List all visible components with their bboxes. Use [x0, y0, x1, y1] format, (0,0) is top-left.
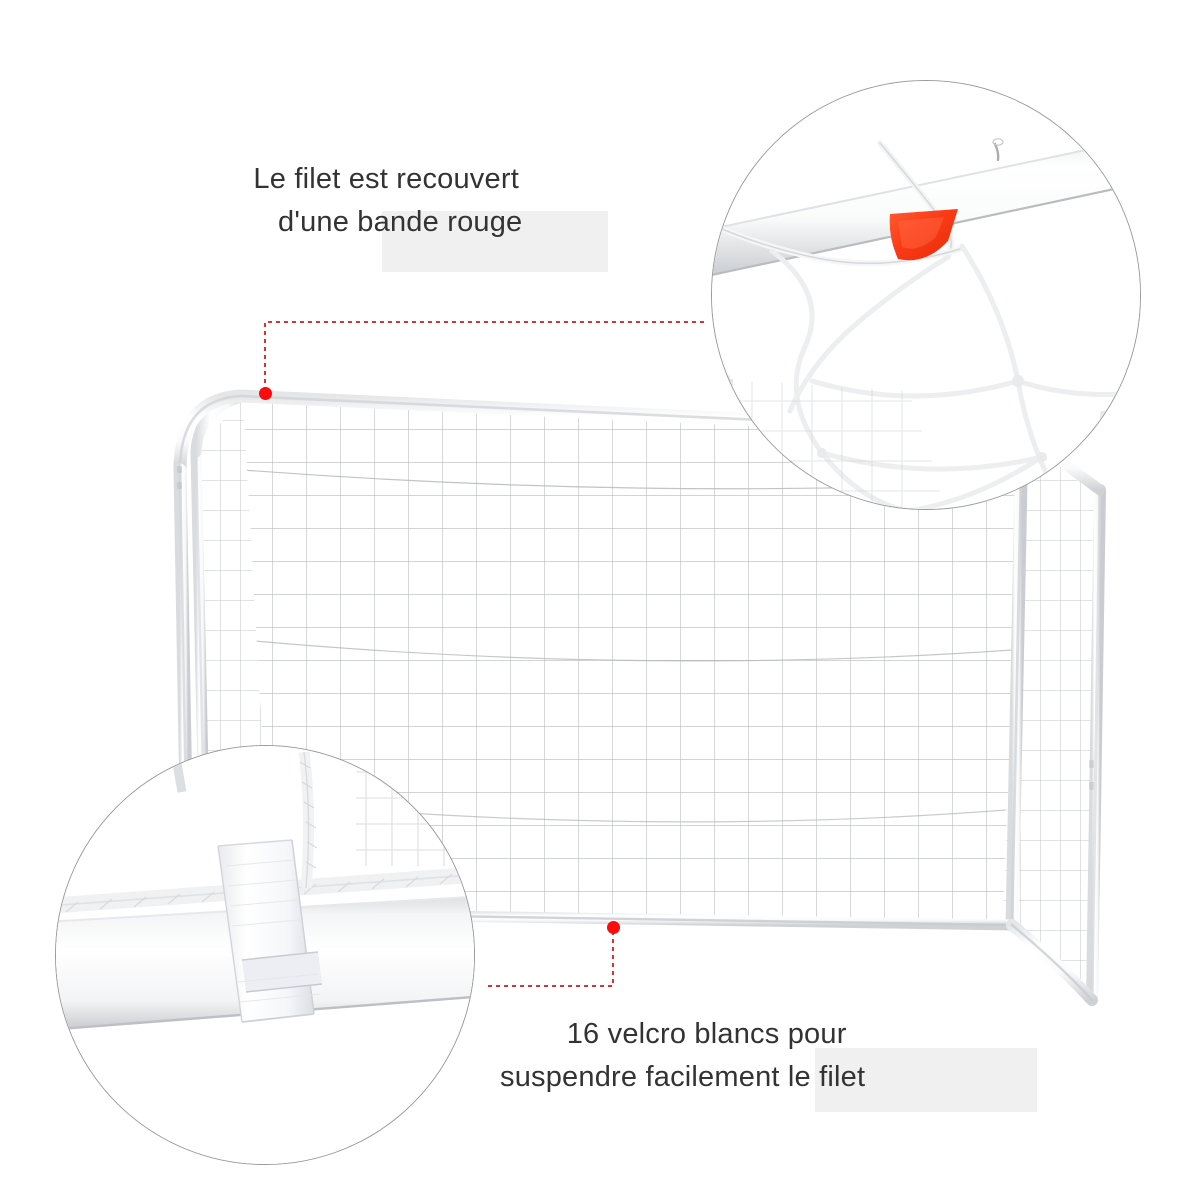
- zoom-net-mesh: [769, 243, 1140, 509]
- marker-dot-crossbar: [259, 387, 272, 400]
- callout-velcro-strap-detail: [55, 745, 475, 1165]
- connector-line-top: [264, 321, 706, 391]
- annotation-text-bottom: 16 velcro blancs pour suspendre facileme…: [500, 1013, 865, 1099]
- marker-dot-ground-bar: [607, 921, 620, 934]
- annotation-text-top: Le filet est recouvert d'une bande rouge: [250, 158, 522, 244]
- zoom-hanging-rope: [298, 751, 318, 889]
- text-highlight-top: [382, 211, 608, 272]
- goal-frame-hardware: [177, 466, 182, 489]
- text-highlight-bottom: [815, 1048, 1037, 1112]
- annotation-bottom-line2: suspendre facilement le filet: [500, 1061, 866, 1093]
- zoom-velcro-strap: [217, 839, 323, 1023]
- goal-frame-hardware-right: [1089, 760, 1094, 790]
- callout-red-band-detail: [711, 80, 1141, 510]
- connector-line-bottom: [485, 931, 614, 987]
- annotation-top-line1: Le filet est recouvert: [253, 163, 519, 195]
- zoom-red-band-tag: [889, 209, 958, 261]
- annotation-bottom-line1: 16 velcro blancs pour: [566, 1018, 847, 1050]
- annotation-top-line2: d'une bande rouge: [278, 206, 523, 238]
